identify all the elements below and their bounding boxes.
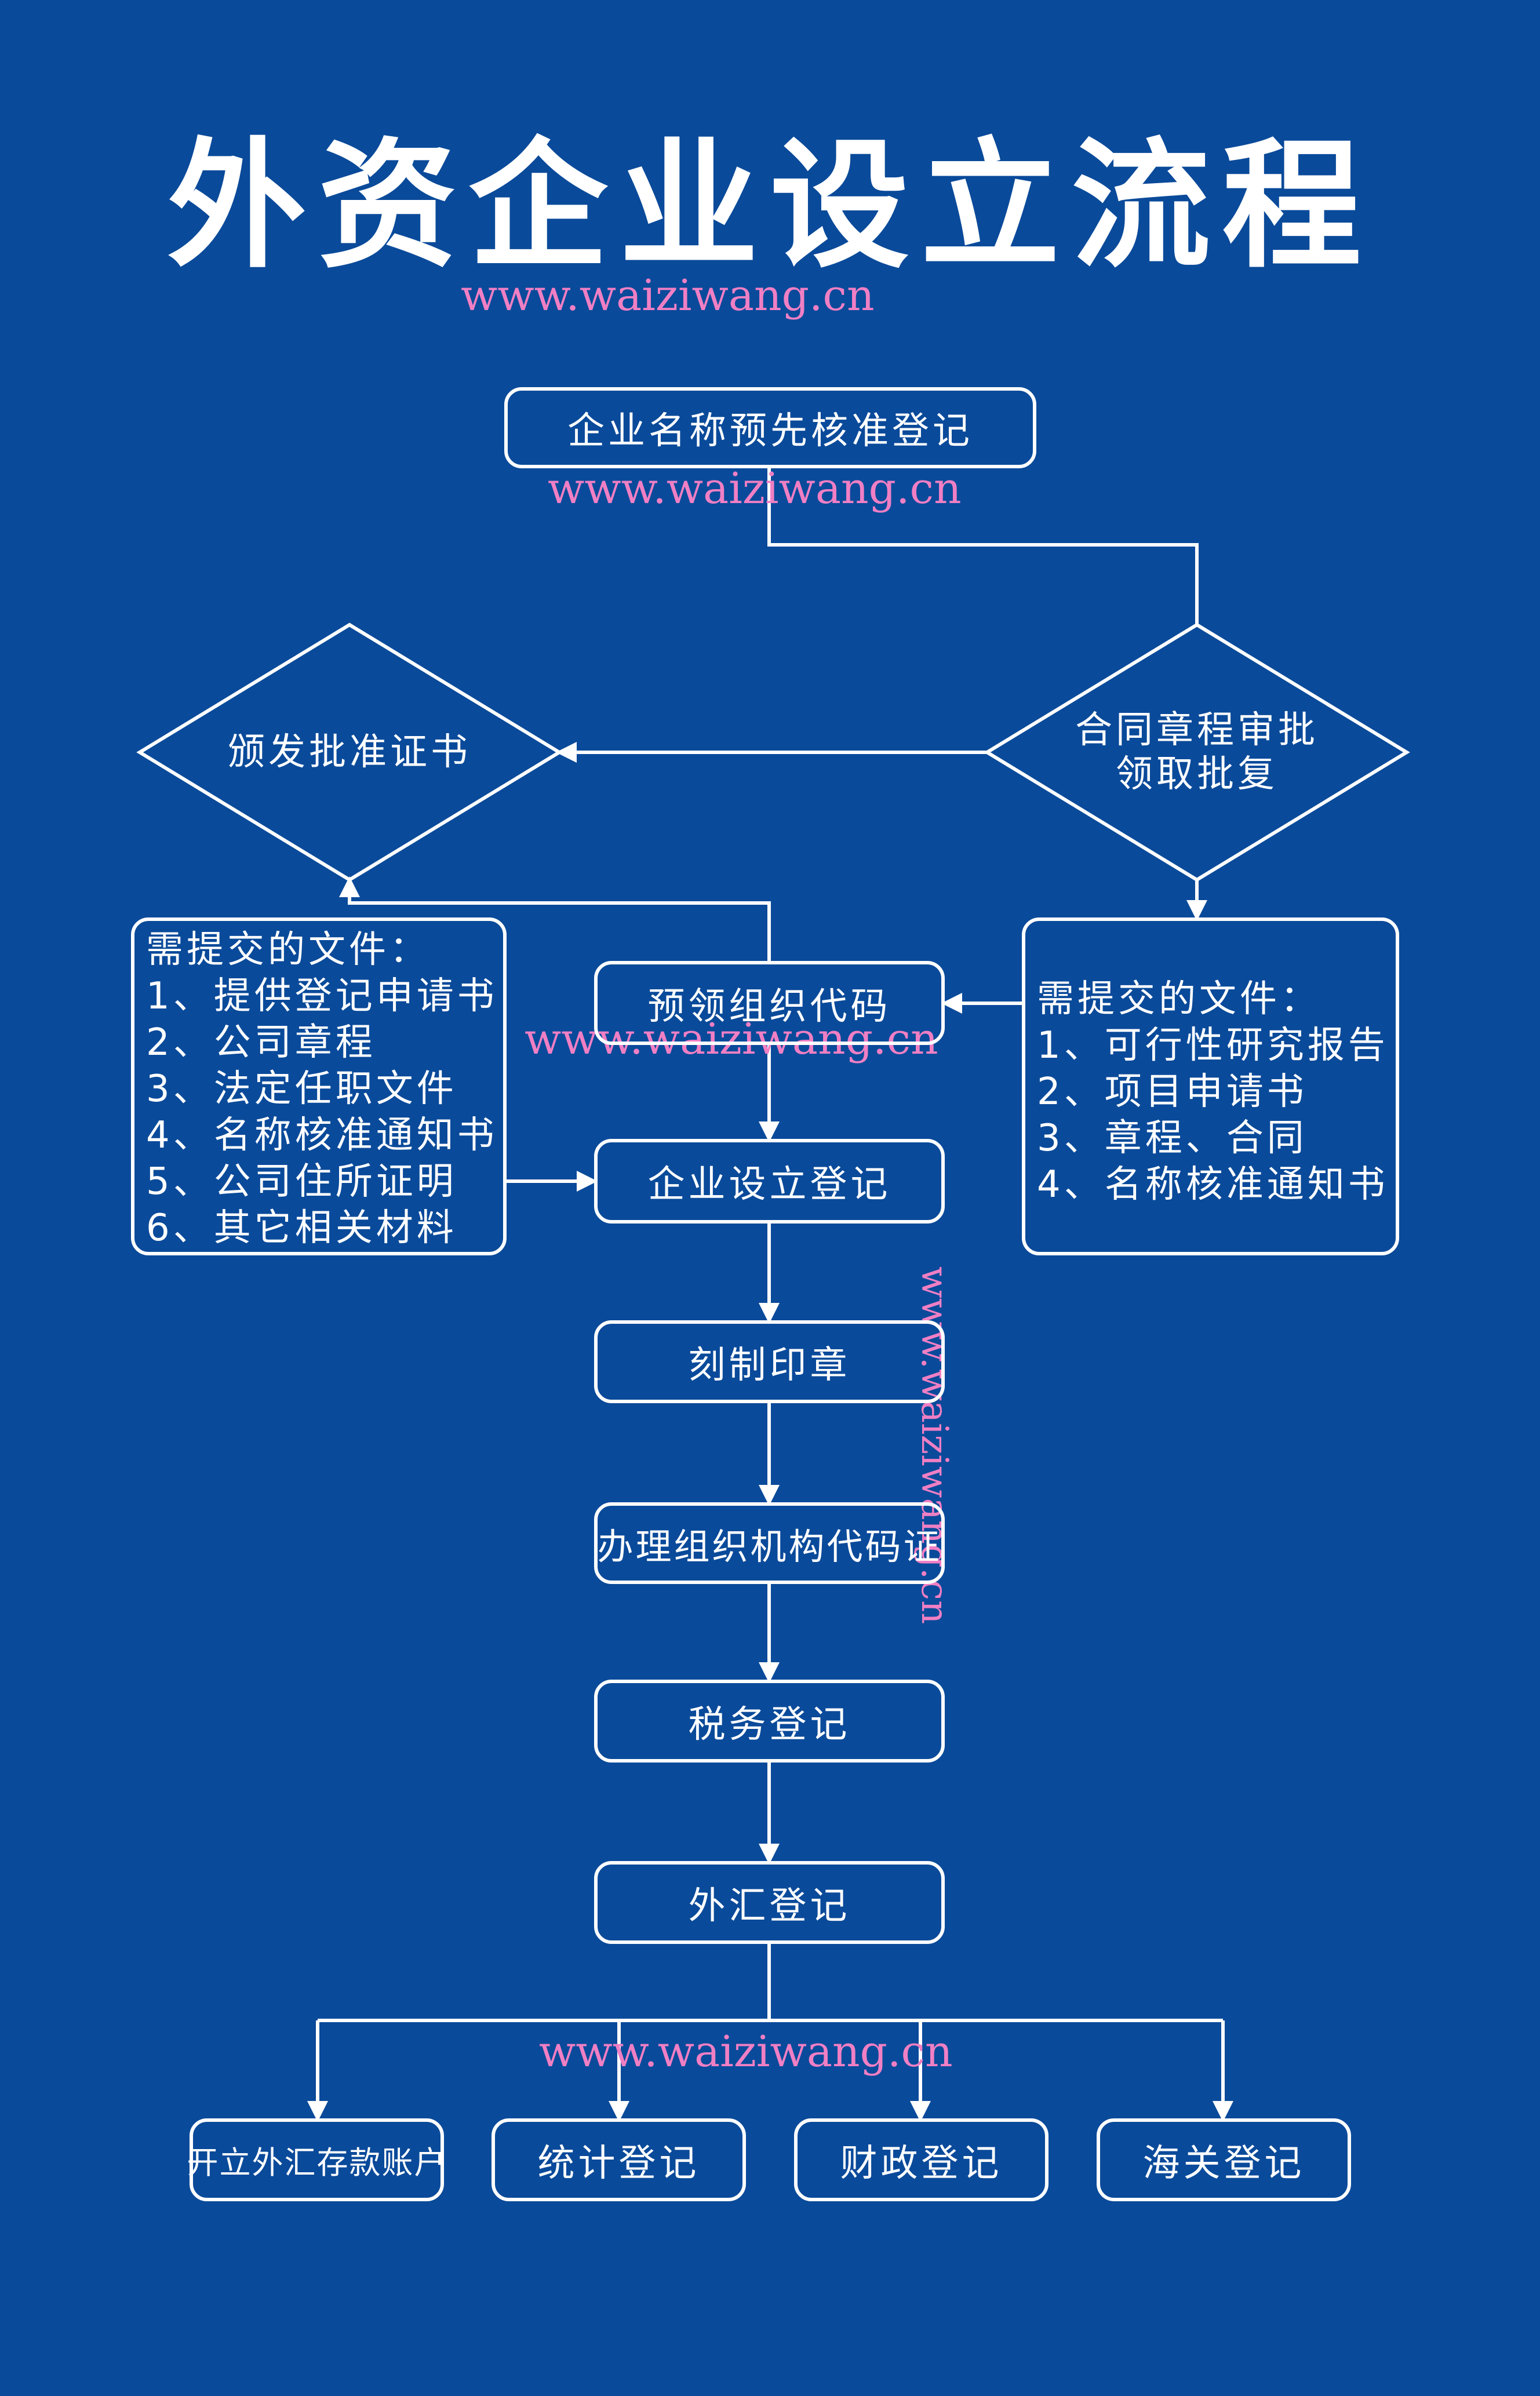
docs-left-item: 4、名称核准通知书 — [146, 1114, 498, 1157]
docs-right-item: 4、名称核准通知书 — [1037, 1163, 1389, 1206]
step-forex-registration[interactable]: 外汇登记 — [594, 1861, 945, 1944]
step-establish-registration[interactable]: 企业设立登记 — [594, 1139, 945, 1224]
docs-left-heading: 需提交的文件： — [146, 928, 430, 971]
connector-orgcode-to-certificate — [339, 876, 771, 961]
docs-left-item: 1、提供登记申请书 — [146, 975, 498, 1018]
docs-right: 需提交的文件： 1、可行性研究报告 2、项目申请书 3、章程、合同 4、名称核准… — [1022, 917, 1399, 1255]
docs-left-item: 2、公司章程 — [146, 1021, 376, 1064]
watermark-orgcode: www.waiziwang.cn — [525, 1014, 938, 1064]
watermark-top: www.waiziwang.cn — [461, 271, 875, 321]
step-customs-registration[interactable]: 海关登记 — [1097, 2118, 1351, 2201]
step-contract-review-line1: 合同章程审批 — [1075, 709, 1319, 752]
step-issue-certificate[interactable]: 颁发批准证书 — [228, 731, 471, 774]
step-finance-registration[interactable]: 财政登记 — [794, 2118, 1048, 2201]
docs-right-item: 3、章程、合同 — [1037, 1117, 1308, 1160]
step-tax-registration[interactable]: 税务登记 — [594, 1680, 945, 1763]
docs-left-item: 6、其它相关材料 — [146, 1207, 457, 1250]
docs-left-item: 3、法定任职文件 — [146, 1068, 457, 1110]
step-contract-review-line2: 领取批复 — [1116, 753, 1278, 796]
step-org-code-pre[interactable]: 预领组织代码 — [594, 961, 945, 1045]
docs-left: 需提交的文件： 1、提供登记申请书 2、公司章程 3、法定任职文件 4、名称核准… — [131, 917, 507, 1255]
step-contract-review[interactable]: 合同章程审批 领取批复 — [1045, 708, 1349, 796]
step-statistics-registration[interactable]: 统计登记 — [492, 2118, 746, 2201]
step-org-code-cert[interactable]: 办理组织机构代码证 — [594, 1502, 945, 1584]
watermark-bottom: www.waiziwang.cn — [539, 2027, 953, 2077]
step-forex-account[interactable]: 开立外汇存款账户 — [187, 2118, 446, 2201]
step-seal-making[interactable]: 刻制印章 — [594, 1320, 945, 1403]
page-title: 外资企业设立流程 — [167, 125, 1373, 287]
docs-right-heading: 需提交的文件： — [1037, 978, 1321, 1021]
connector-name-to-contract — [767, 468, 1199, 625]
step-name-preapproval[interactable]: 企业名称预先核准登记 — [504, 387, 1036, 468]
docs-left-item: 5、公司住所证明 — [146, 1160, 457, 1203]
docs-right-item: 2、项目申请书 — [1037, 1070, 1308, 1113]
watermark-name-box: www.waiziwang.cn — [548, 464, 962, 514]
docs-right-item: 1、可行性研究报告 — [1037, 1024, 1389, 1067]
